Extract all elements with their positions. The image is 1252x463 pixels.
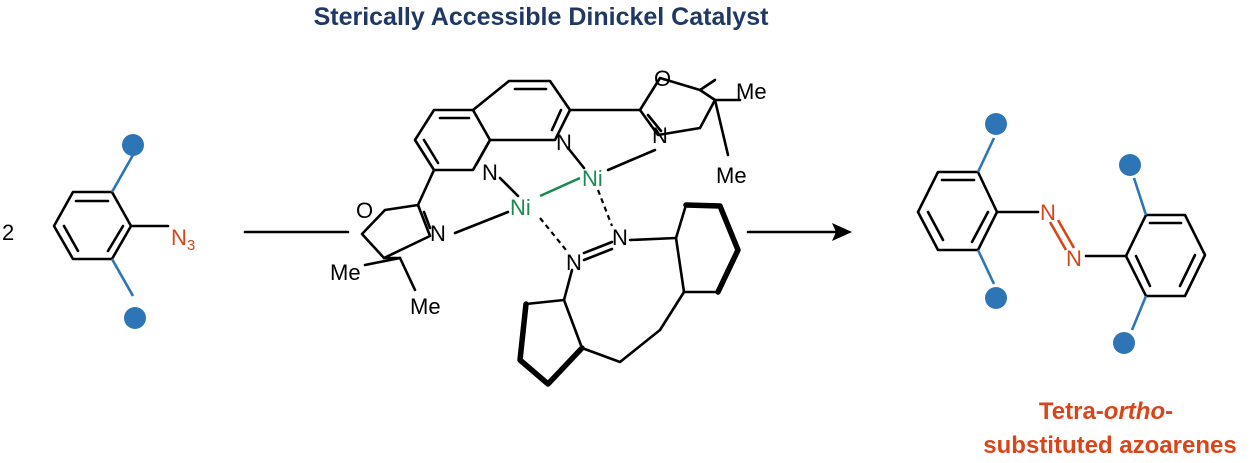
azo-double-bond [1048, 221, 1068, 251]
atom-nitrogen-azo-product-2: N [1066, 246, 1082, 271]
atom-methyl-lower-2: Me [410, 294, 441, 319]
atom-oxygen-lower: O [356, 198, 373, 223]
scheme-title: Sterically Accessible Dinickel Catalyst [314, 3, 770, 31]
atom-nitrogen-azo-right: N [612, 225, 628, 250]
reaction-arrow [746, 223, 852, 241]
atom-nitrogen-azo-product-1: N [1040, 200, 1056, 225]
product-label-line1: Tetra-ortho- [1039, 398, 1173, 425]
atom-methyl-lower-1: Me [330, 260, 361, 285]
ni-ni-bond [539, 176, 581, 198]
atom-nitrogen-oxazoline-lower: N [430, 221, 446, 246]
ortho-substituent-dot [1113, 332, 1135, 354]
reactant-aryl-azide: 2 N3 [2, 134, 195, 329]
atom-methyl-upper-1: Me [736, 79, 767, 104]
product-label-line2: substituted azoarenes [983, 432, 1236, 459]
atom-nitrogen-naphthyridine-left: N [482, 160, 498, 185]
ortho-substituent-dot [985, 287, 1007, 309]
atom-nitrogen-naphthyridine-right: N [556, 130, 572, 155]
ortho-substituent-dot [122, 134, 144, 156]
atom-methyl-upper-2: Me [716, 163, 747, 188]
ortho-substituent-dot [985, 113, 1007, 135]
atom-nickel-lower: Ni [510, 195, 531, 220]
product-azoarene [916, 113, 1207, 354]
stoichiometric-coefficient: 2 [2, 220, 14, 245]
atom-nitrogen-azo-left: N [566, 250, 582, 275]
atom-oxygen-upper: O [654, 66, 671, 91]
ortho-substituent-dot [124, 307, 146, 329]
ortho-substituent-bond [110, 258, 135, 297]
atom-nitrogen-oxazoline-upper: N [652, 123, 668, 148]
dinickel-catalyst [360, 76, 742, 387]
ortho-substituent-bond [110, 154, 135, 193]
azide-group: N3 [171, 225, 195, 254]
atom-nickel-upper: Ni [582, 166, 603, 191]
ortho-substituent-dot [1119, 154, 1141, 176]
